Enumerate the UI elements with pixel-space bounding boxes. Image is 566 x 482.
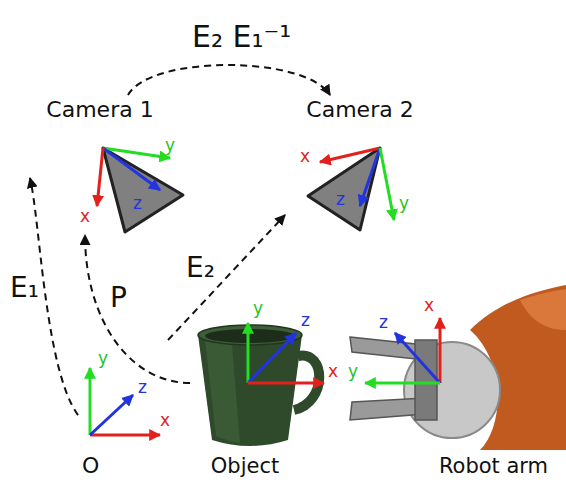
axis-label: z: [379, 313, 388, 332]
axis-label: z: [133, 194, 142, 213]
axis-label: y: [348, 362, 358, 381]
x-axis: [248, 382, 324, 385]
object-node: Object: [190, 300, 300, 480]
node-label: Camera 2: [306, 97, 413, 122]
axis-label: y: [253, 299, 263, 318]
transform-arrow: [128, 65, 330, 95]
y-axis: [380, 148, 394, 220]
node-label: Camera 1: [46, 97, 153, 122]
axis-label: x: [424, 296, 434, 315]
axis-label: z: [301, 311, 310, 330]
axis-label: x: [80, 207, 90, 226]
transform-label: E₂ E₁⁻¹: [190, 20, 293, 55]
axis-label: x: [300, 147, 310, 166]
z-axis: [90, 395, 133, 435]
robot-arm-illustration: [350, 285, 566, 450]
axis-label: z: [138, 378, 147, 397]
robot-arm-node: Robot arm: [425, 290, 562, 480]
camera-frustum: [103, 148, 183, 232]
transform-arrow: [168, 215, 285, 340]
camera-frustum: [308, 148, 380, 230]
z-axis: [395, 333, 440, 383]
node-label: O: [82, 453, 99, 478]
node-label: Robot arm: [439, 454, 548, 478]
node-label: Object: [211, 454, 279, 478]
y-axis: [247, 323, 250, 383]
y-axis: [89, 368, 92, 435]
z-axis: [360, 148, 380, 206]
y-axis: [365, 382, 440, 385]
x-axis: [90, 434, 160, 437]
transform-label: E₁: [8, 272, 41, 304]
transform-arrow: [85, 235, 190, 383]
axis-label: y: [165, 136, 175, 155]
transform-label: P: [108, 282, 129, 314]
axis-label: x: [160, 411, 170, 430]
x-axis: [97, 148, 103, 206]
x-axis: [320, 148, 380, 162]
transform-label: E₂: [184, 252, 217, 284]
axis-label: y: [399, 194, 409, 213]
camera-node: Camera 1: [30, 95, 170, 235]
mug-illustration: [198, 325, 319, 446]
x-axis: [439, 318, 442, 383]
z-axis: [103, 148, 160, 190]
z-axis: [248, 333, 296, 383]
origin-node: O: [78, 340, 178, 480]
axis-label: y: [98, 349, 108, 368]
axis-label: x: [328, 362, 338, 381]
axis-label: z: [336, 190, 345, 209]
